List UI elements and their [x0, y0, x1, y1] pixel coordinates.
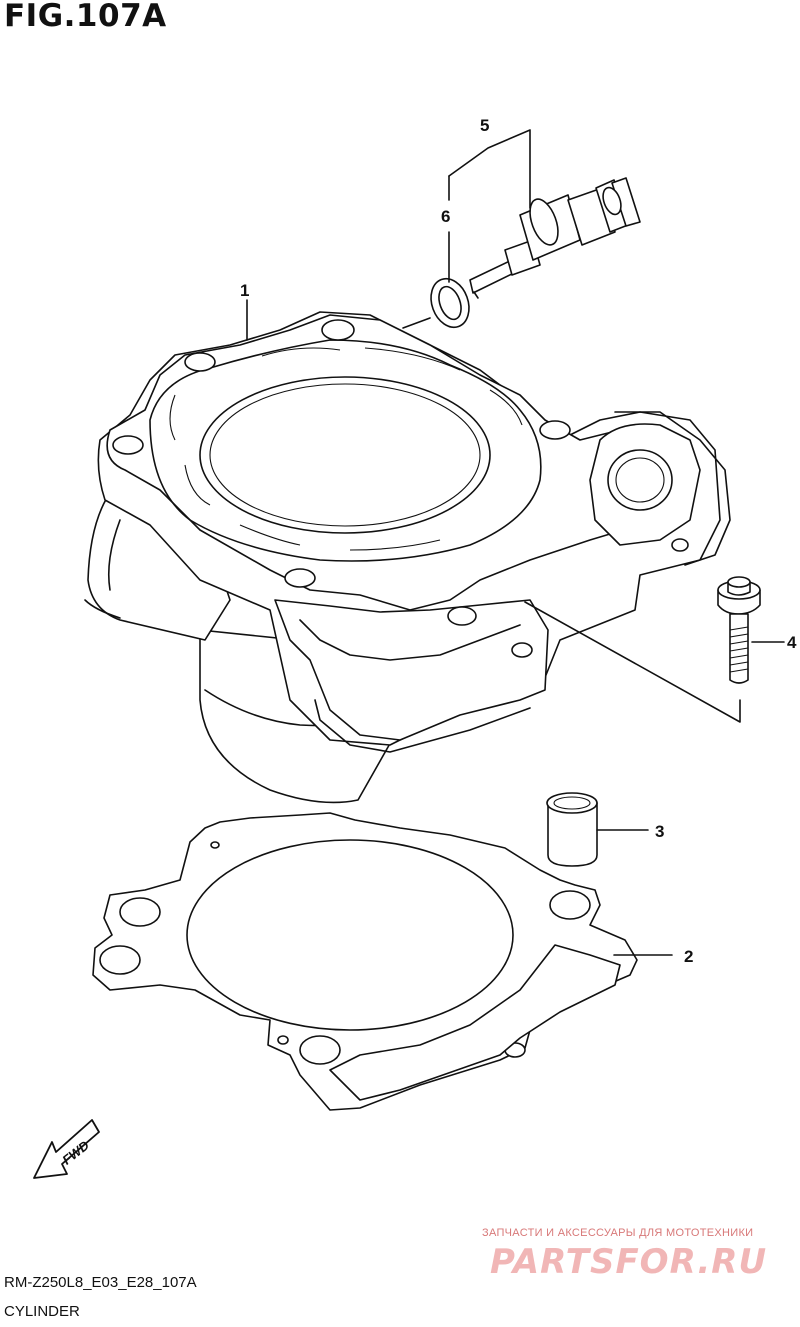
bolt-part [524, 576, 785, 723]
callout-2: 2 [684, 947, 693, 966]
watermark-tagline: ЗАПЧАСТИ И АКСЕССУАРЫ ДЛЯ МОТОТЕХНИКИ [482, 1227, 754, 1239]
callout-6: 6 [441, 207, 450, 226]
dowel-pin-part [546, 792, 649, 867]
model-code: RM-Z250L8_E03_E28_107A [4, 1274, 197, 1291]
callout-1: 1 [240, 281, 249, 300]
fwd-arrow-icon: FWD [33, 1119, 100, 1179]
callout-4: 4 [787, 633, 797, 652]
callout-3: 3 [655, 822, 664, 841]
temperature-sensor-part [469, 177, 641, 299]
figure-caption: CYLINDER [4, 1303, 80, 1320]
leader-lines [246, 129, 673, 956]
watermark-brand: PARTSFOR.RU [490, 1242, 768, 1282]
washer-part [402, 277, 470, 329]
callout-5: 5 [480, 116, 489, 135]
cylinder-part [84, 311, 731, 804]
figure-title: FIG.107A [4, 0, 167, 34]
gasket-part [92, 812, 638, 1111]
